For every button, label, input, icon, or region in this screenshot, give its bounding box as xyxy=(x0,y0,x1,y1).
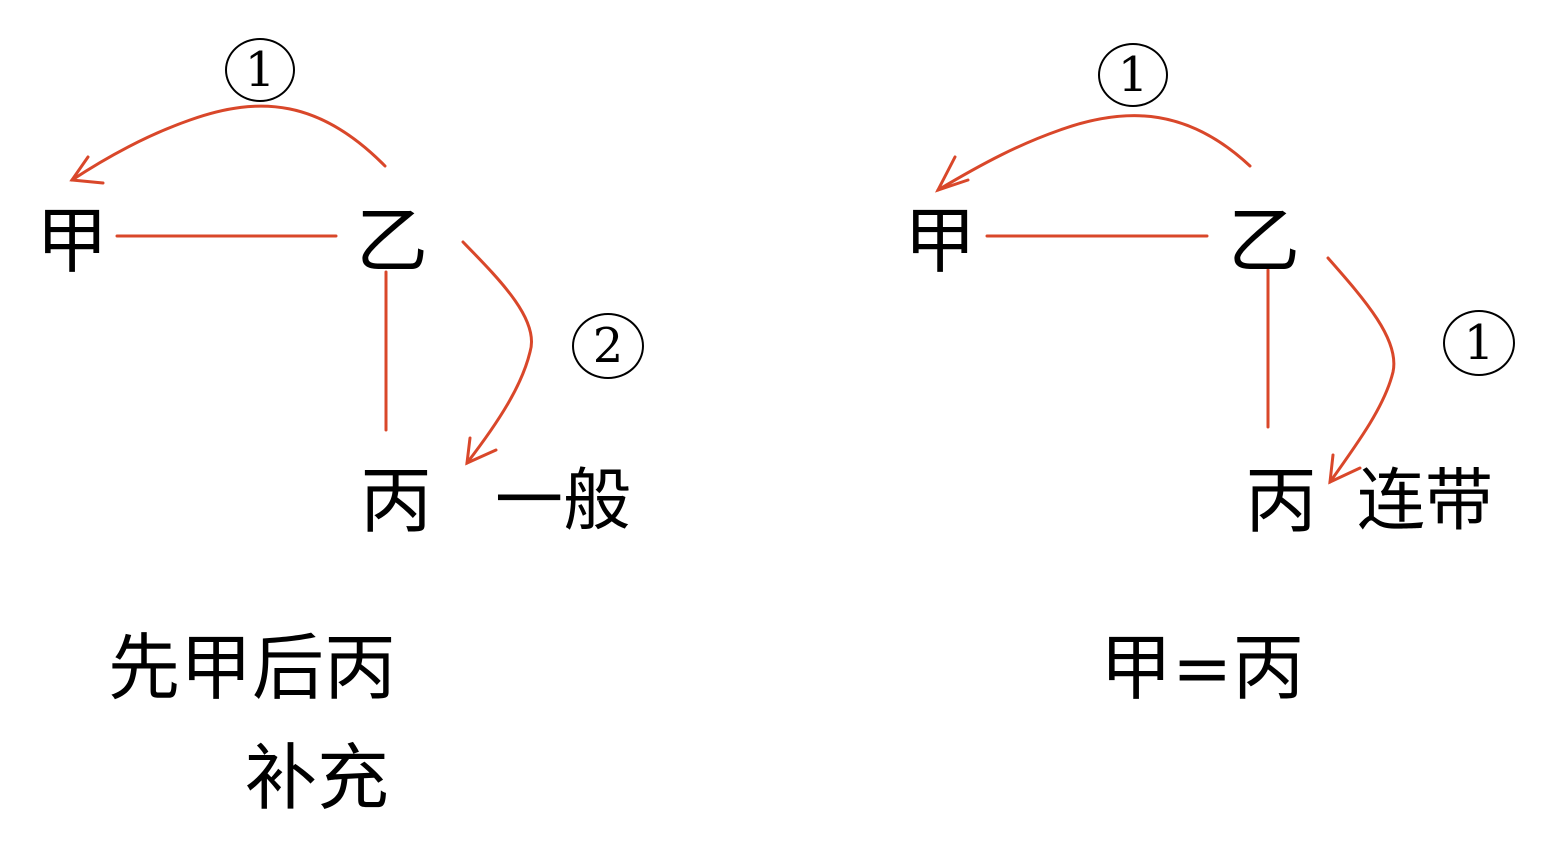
left-node-yi: 乙 xyxy=(356,199,429,283)
right-arrow-2 xyxy=(1326,256,1396,484)
right-liability-type: 连带 xyxy=(1357,462,1494,541)
left-node-jia: 甲 xyxy=(36,199,109,283)
right-arrow-1 xyxy=(936,114,1252,192)
right-arrow-2-head xyxy=(1328,453,1362,485)
left-step-2-number: 2 xyxy=(592,318,624,374)
left-caption-order: 先甲后丙 xyxy=(108,626,397,710)
left-arrow-2-head xyxy=(465,436,498,466)
right-step-1-number: 1 xyxy=(1117,47,1149,103)
right-step-2-number: 1 xyxy=(1463,315,1495,371)
left-step-2-badge: 2 xyxy=(572,313,644,379)
left-arrow-2 xyxy=(461,240,533,465)
left-arrow-1 xyxy=(70,104,387,182)
left-step-1-number: 1 xyxy=(244,42,276,98)
right-node-bing: 丙 xyxy=(1245,459,1318,543)
right-step-2-badge: 1 xyxy=(1443,310,1515,376)
right-node-yi: 乙 xyxy=(1228,199,1301,283)
left-caption-type: 补充 xyxy=(245,736,390,820)
left-liability-type: 一般 xyxy=(495,462,632,541)
right-caption-equal: 甲=丙 xyxy=(1100,626,1305,710)
left-arrow-1-head xyxy=(69,155,105,185)
left-node-bing: 丙 xyxy=(360,459,433,543)
right-node-jia: 甲 xyxy=(904,199,977,283)
left-step-1-badge: 1 xyxy=(225,38,295,102)
right-arrow-1-head xyxy=(934,155,970,193)
right-step-1-badge: 1 xyxy=(1098,43,1168,107)
